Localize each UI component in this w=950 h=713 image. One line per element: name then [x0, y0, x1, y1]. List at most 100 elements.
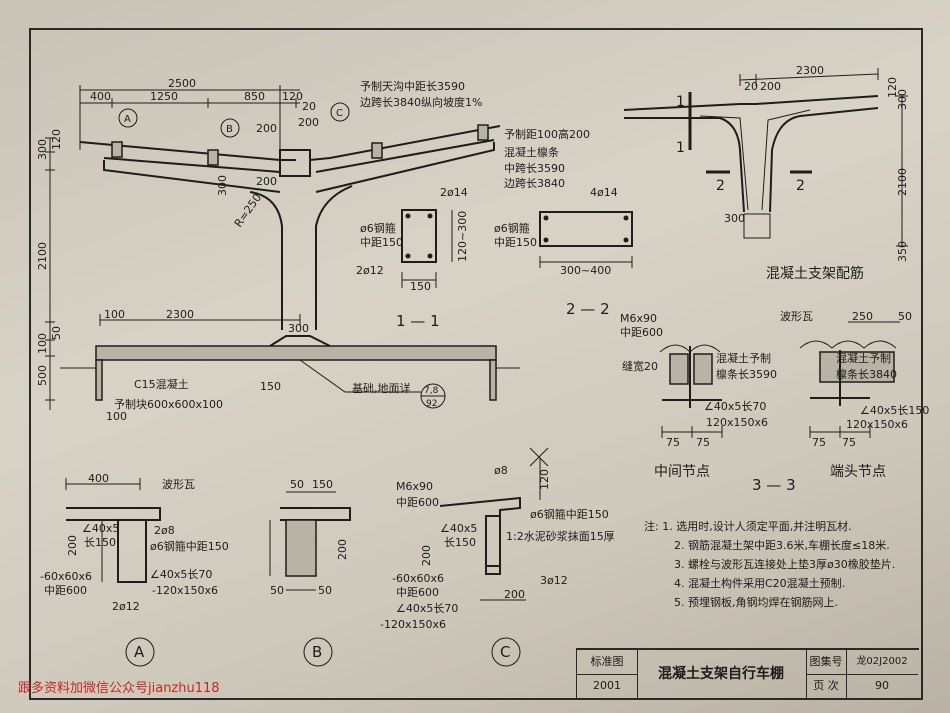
b-label: B	[312, 643, 322, 661]
s22-title: 2 — 2	[566, 300, 610, 318]
mid-bolt-1: M6x90	[620, 312, 657, 325]
end-d75a: 75	[812, 436, 826, 449]
s11-width: 150	[410, 280, 431, 293]
b-d50: 50	[290, 478, 304, 491]
purlin-block	[371, 142, 383, 159]
a-roof: 波形瓦	[162, 478, 195, 491]
slab-edge-right	[489, 359, 497, 401]
a-bar: 2ø8	[154, 524, 175, 537]
column	[249, 185, 353, 330]
marker-b	[220, 118, 240, 138]
a-circle	[125, 637, 155, 667]
end-purlin	[819, 351, 895, 383]
purlin-note-3: 中跨长3590	[504, 162, 565, 175]
mid-purlin-2: 檩条长3590	[716, 367, 777, 381]
s11-height: 120~300	[456, 211, 469, 262]
drawing-border	[29, 28, 923, 700]
page-no: 90	[875, 679, 889, 692]
a-dims	[65, 478, 141, 582]
c-stirrup: ø6钢箍中距150	[530, 507, 609, 521]
section-2-2	[539, 211, 633, 268]
dim-300a: 300	[216, 175, 229, 196]
fr-dim-20: 20	[744, 80, 758, 93]
fr-dim-120: 120	[886, 77, 899, 98]
note-4: 4. 混凝土构件采用C20混凝土预制.	[674, 577, 846, 590]
c-plate-3: -120x150x6	[380, 618, 446, 631]
c-d200: 200	[420, 545, 433, 566]
dim-100b: 100	[36, 333, 49, 354]
marker-a-label: A	[124, 114, 131, 125]
fr-dim-300b: 300	[724, 212, 745, 225]
roof-right-bottom	[315, 139, 495, 173]
s11-stirrup-2: 中距150	[360, 236, 403, 249]
roof-left-bottom	[103, 157, 281, 173]
marker-c-label: C	[336, 108, 343, 119]
mid-d75a: 75	[666, 436, 680, 449]
a-slab	[66, 507, 161, 521]
fr-dim-2300: 2300	[796, 64, 824, 77]
marker-a	[118, 108, 138, 128]
a-bottom-bar: 2ø12	[112, 600, 140, 613]
b-slab	[280, 507, 351, 521]
fr-cut-1a: 1	[676, 94, 685, 110]
beam-arms	[103, 142, 495, 193]
purlin-block	[111, 141, 123, 158]
end-angle: ∠40x5长150	[860, 404, 929, 417]
gutter	[279, 149, 311, 177]
dim-lines-left	[45, 137, 55, 410]
s11-top-bar: 2ø14	[440, 186, 468, 199]
ground-slab	[95, 345, 497, 361]
c-bolt-2: 中距600	[396, 496, 439, 509]
purlin-block	[477, 124, 489, 141]
mid-title: 中间节点	[654, 464, 710, 480]
gutter-note-1: 予制天沟中距长3590	[360, 80, 465, 93]
concrete-label-1: C15混凝土	[134, 377, 189, 391]
foundation-leader	[299, 359, 421, 393]
node-end	[799, 321, 900, 438]
mid-purlin-right	[693, 353, 713, 385]
b-d50b: 50	[270, 584, 284, 597]
dim-200c: 200	[256, 175, 277, 188]
s22-stirrup-2: 中距150	[494, 236, 537, 249]
b-dims	[269, 491, 336, 591]
s11-stirrup-1: ø6钢箍	[360, 221, 396, 235]
dim-120: 120	[282, 90, 303, 103]
note-5: 5. 预埋钢板,角钢均焊在钢筋网上.	[674, 596, 838, 609]
dim-300d: 300	[288, 322, 309, 335]
section-2-2-outline	[539, 211, 633, 247]
concrete-label-2: 予制块600x600x100	[114, 398, 223, 411]
c-angle-2: ∠40x5长70	[396, 602, 458, 615]
dim-lines-top	[79, 85, 300, 150]
mid-purlin-left	[669, 353, 689, 385]
a-stirrup: ø6钢箍中距150	[150, 539, 229, 553]
c-plate-1: -60x60x6	[392, 572, 444, 585]
a-angle: ∠40x5	[82, 522, 119, 535]
frame-rebar	[699, 109, 811, 211]
footing	[269, 335, 331, 347]
end-wave-roof	[799, 340, 897, 349]
c-bolt-1: M6x90	[396, 480, 433, 493]
c-label: C	[500, 643, 510, 661]
c-mortar: 1:2水泥砂浆抹面15厚	[506, 529, 615, 543]
end-plate	[810, 350, 870, 406]
gutter-note-2: 边跨长3840纵向坡度1%	[360, 95, 482, 109]
purlin-note-4: 边跨长3840	[504, 177, 565, 190]
a-plate-2: 中距600	[44, 584, 87, 597]
s11-title: 1 — 1	[396, 312, 440, 330]
s11-bottom-bar: 2ø12	[356, 264, 384, 277]
purlin-note-2: 混凝土檩条	[504, 145, 559, 159]
elevation-view	[45, 85, 520, 410]
b-d150: 150	[312, 478, 333, 491]
section-1-1-outline	[401, 209, 437, 263]
fr-title: 混凝土支架配筋	[766, 265, 864, 282]
end-plate: 120x150x6	[846, 418, 908, 431]
dim-100c: 100	[106, 410, 127, 423]
end-purlin-1: 混凝土予制	[836, 351, 891, 365]
mid-angle: ∠40x5长70	[704, 400, 766, 413]
end-dims	[809, 321, 900, 438]
ref-top: 7,8	[424, 386, 439, 396]
mid-bolt-2: 中距600	[620, 326, 663, 339]
c-cross	[529, 447, 549, 500]
a-beam	[117, 519, 147, 583]
end-d50: 50	[898, 310, 912, 323]
